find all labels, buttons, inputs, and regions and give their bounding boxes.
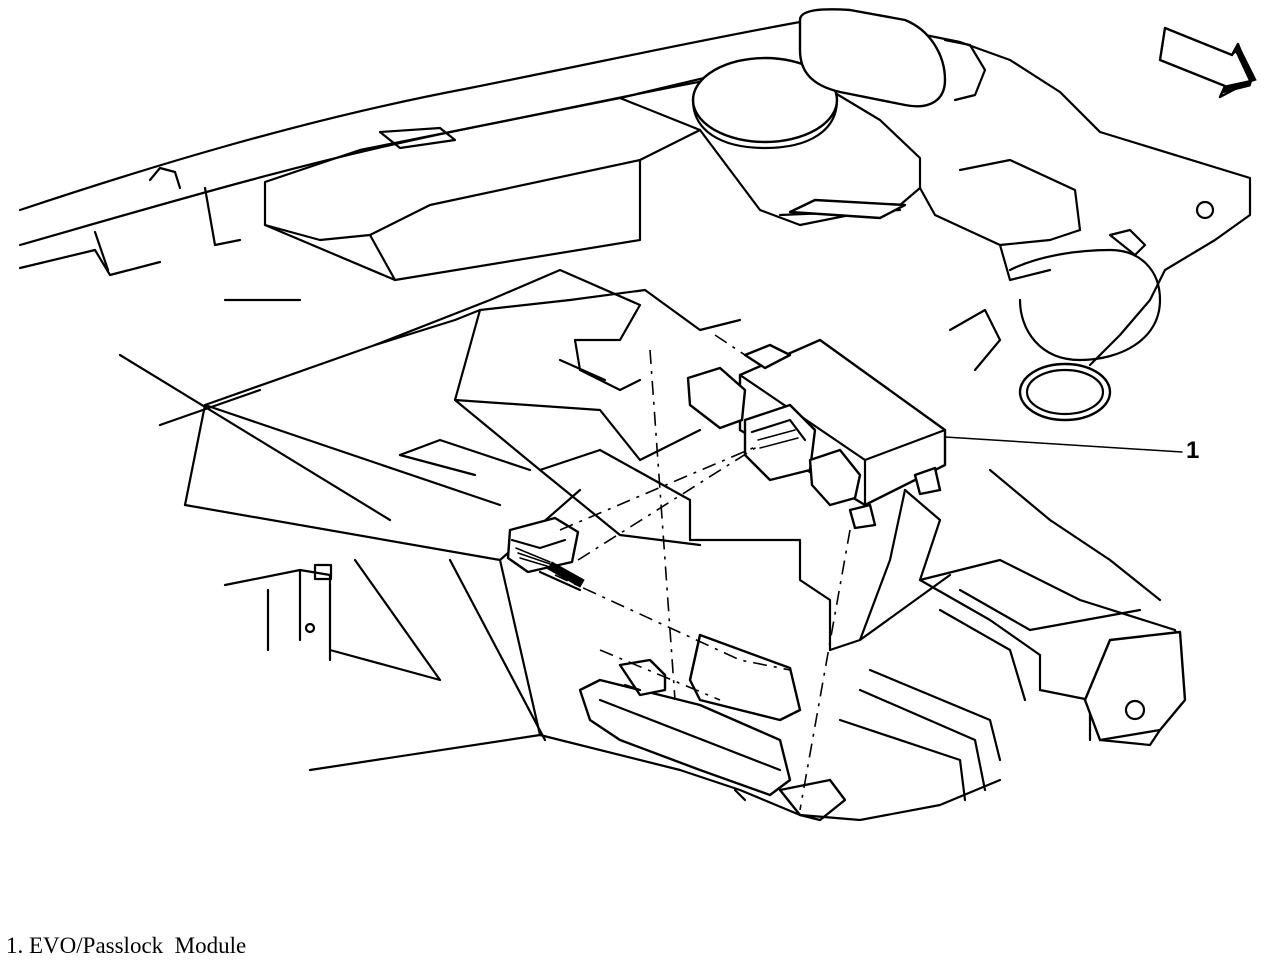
dash-top-panels bbox=[263, 58, 1082, 282]
mounting-bracket bbox=[578, 633, 1002, 822]
lower-dash-panels-left bbox=[118, 268, 642, 772]
hvac-ducting-right bbox=[948, 200, 1215, 422]
evo-passlock-module bbox=[686, 338, 947, 530]
wiring-connector bbox=[506, 516, 585, 592]
lower-side-vents-right bbox=[838, 468, 1187, 802]
installation-guide-lines bbox=[554, 334, 851, 811]
figure-legend-item-1: 1. EVO/Passlock Module bbox=[6, 933, 247, 958]
forward-direction-arrow-icon bbox=[1158, 26, 1257, 99]
dash-speaker-covers bbox=[691, 8, 987, 150]
callout-leader-line bbox=[944, 436, 1183, 453]
instrument-panel-outline bbox=[18, 20, 1252, 367]
callout-number-1: 1 bbox=[1186, 437, 1200, 464]
lower-dash-panels-center bbox=[373, 288, 952, 817]
